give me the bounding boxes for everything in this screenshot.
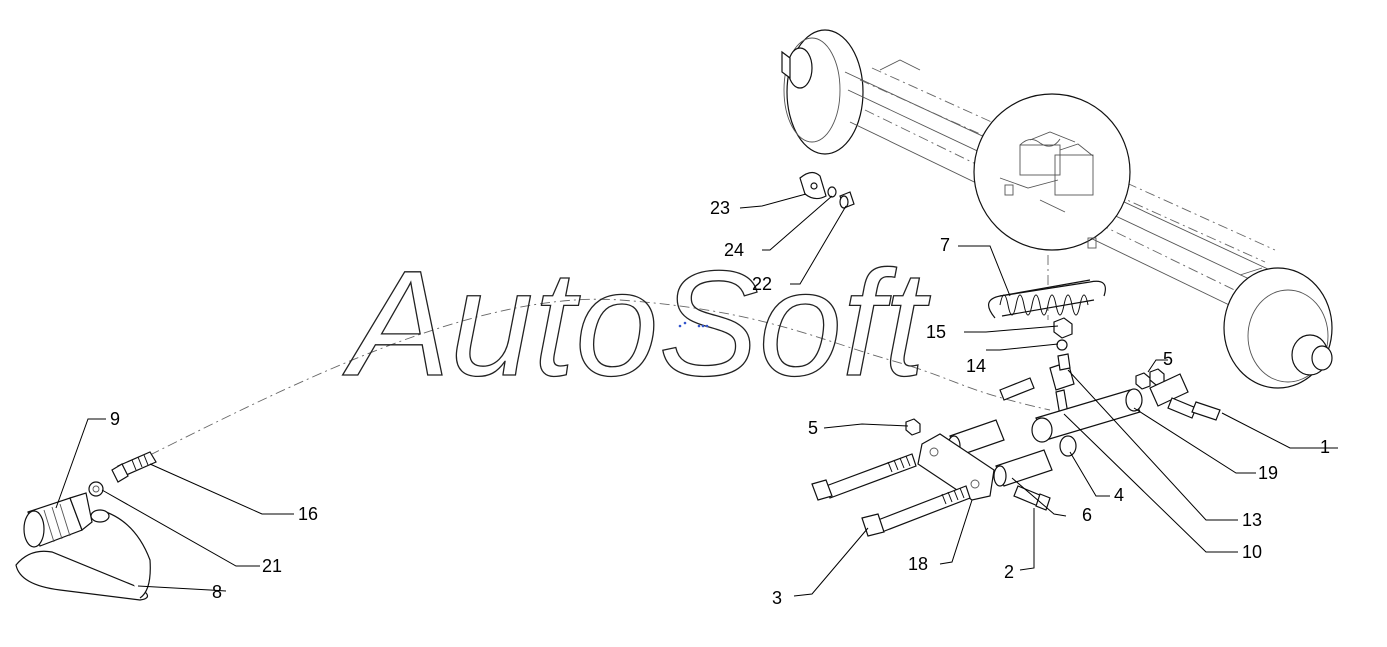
callout-7: 7 [940, 235, 950, 255]
callout-4: 4 [1114, 485, 1124, 505]
callout-labels: 1 2 3 4 5 5 6 7 8 9 10 13 14 15 16 18 19… [110, 198, 1330, 608]
callout-23: 23 [710, 198, 730, 218]
part-4-nut [1059, 435, 1077, 457]
marker-dots [678, 321, 709, 328]
callout-5-left: 5 [808, 418, 818, 438]
callout-3: 3 [772, 588, 782, 608]
part-1-bolt [1167, 397, 1221, 421]
part-13-swivel [1049, 353, 1075, 391]
callout-18: 18 [908, 554, 928, 574]
part-long-bolt-upper [811, 453, 917, 501]
part-8-cap [15, 509, 151, 601]
callout-14: 14 [966, 356, 986, 376]
part-9-connector [23, 492, 93, 548]
part-5-nut-right [1135, 368, 1189, 407]
callout-19: 19 [1258, 463, 1278, 483]
callout-9: 9 [110, 409, 120, 429]
leader-lines [55, 193, 1338, 597]
callout-10: 10 [1242, 542, 1262, 562]
callout-13: 13 [1242, 510, 1262, 530]
part-15-nut [1053, 317, 1073, 339]
part-7-spring [988, 279, 1106, 319]
callout-22: 22 [752, 274, 772, 294]
callout-8: 8 [212, 582, 222, 602]
watermark-text: AutoSoft [342, 239, 931, 407]
part-2-bolt [1013, 485, 1051, 511]
part-5-nut-left [905, 418, 921, 436]
part-23-clip [799, 171, 827, 200]
part-24-washer [827, 186, 837, 198]
part-18-bracket [917, 433, 995, 501]
callout-1: 1 [1320, 437, 1330, 457]
callout-5-right: 5 [1163, 349, 1173, 369]
part-22-bolt [839, 191, 855, 209]
callout-2: 2 [1004, 562, 1014, 582]
callout-24: 24 [724, 240, 744, 260]
part-6-sleeve [993, 449, 1053, 487]
callout-15: 15 [926, 322, 946, 342]
axle-assembly [781, 29, 1333, 389]
part-19-cylinder [999, 377, 1143, 443]
part-14-nut [1056, 339, 1068, 351]
part-16-screw [111, 451, 157, 483]
callout-6: 6 [1082, 505, 1092, 525]
routing-line [149, 298, 1051, 456]
part-3-long-bolt [861, 485, 971, 537]
part-21-nut [88, 481, 104, 497]
callout-21: 21 [262, 556, 282, 576]
callout-16: 16 [298, 504, 318, 524]
